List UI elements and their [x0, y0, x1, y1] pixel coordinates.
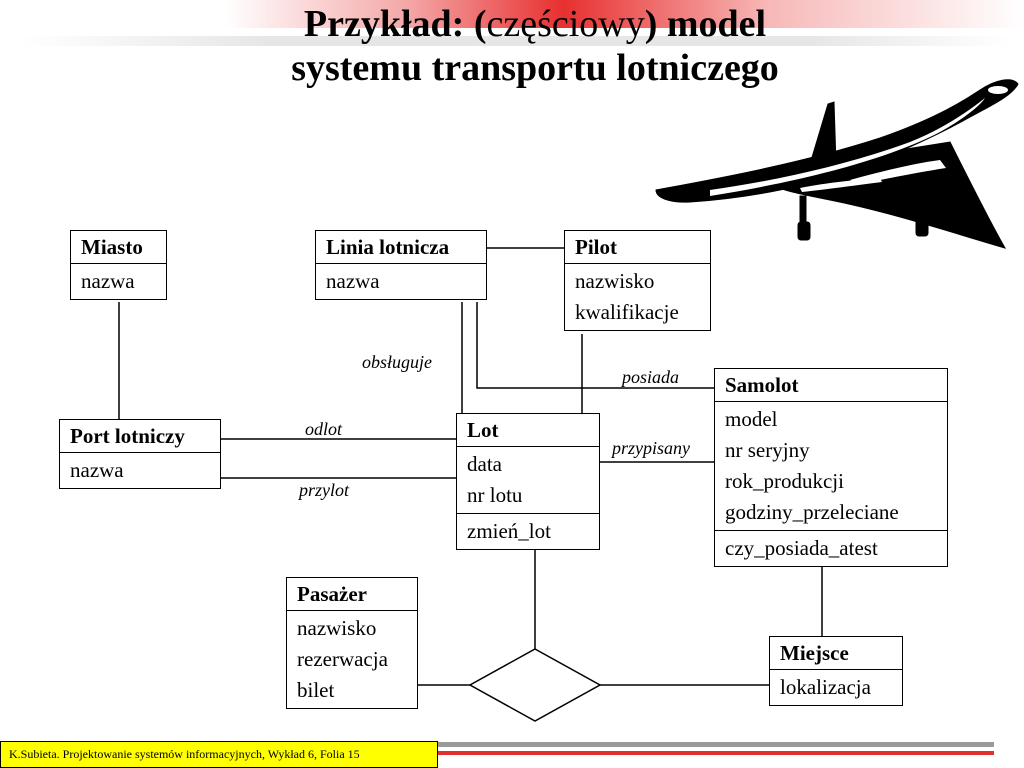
- class-linia-lotnicza: Linia lotnicza nazwa: [315, 230, 487, 300]
- attribute: nr seryjny: [725, 438, 810, 462]
- attribute: nazwa: [81, 269, 135, 293]
- attribute: model: [725, 407, 778, 431]
- method: zmień_lot: [467, 519, 551, 543]
- title-underline-band: [20, 36, 1010, 46]
- airplane-icon: [655, 79, 1019, 249]
- footer-gray-rule: [438, 742, 994, 747]
- class-miasto: Miasto nazwa: [70, 230, 167, 300]
- class-name: Pasażer: [287, 578, 417, 611]
- footer-red-rule: [438, 751, 994, 755]
- attribute: nr lotu: [467, 483, 523, 507]
- attribute: nazwisko: [575, 269, 655, 293]
- class-attributes: model nr seryjny rok_produkcji godziny_p…: [715, 402, 947, 530]
- title-line-2: systemu transportu lotniczego: [291, 47, 779, 89]
- class-attributes: nazwisko kwalifikacje: [565, 264, 710, 330]
- attribute: kwalifikacje: [575, 300, 679, 324]
- relation-label-posiada: posiada: [622, 367, 680, 387]
- relation-label-przypisany: przypisany: [612, 438, 690, 458]
- class-attributes: nazwa: [60, 453, 220, 488]
- method: czy_posiada_atest: [725, 536, 878, 560]
- class-attributes: nazwa: [71, 264, 166, 299]
- attribute: nazwisko: [297, 616, 377, 640]
- class-methods: czy_posiada_atest: [715, 530, 947, 566]
- title-part-1: Przykład: (: [303, 3, 487, 45]
- link-posiada: [476, 302, 714, 389]
- class-methods: zmień_lot: [457, 513, 599, 549]
- relation-label-obsluguje: obsługuje: [362, 352, 432, 372]
- attribute: data: [467, 452, 502, 476]
- class-miejsce: Miejsce lokalizacja: [769, 636, 903, 706]
- relation-label-przylot: przylot: [299, 480, 350, 500]
- attribute: bilet: [297, 678, 335, 702]
- attribute: rezerwacja: [297, 647, 388, 671]
- attribute: nazwa: [326, 269, 380, 293]
- attribute: rok_produkcji: [725, 469, 844, 493]
- class-name: Port lotniczy: [60, 420, 220, 453]
- class-port-lotniczy: Port lotniczy nazwa: [59, 419, 221, 489]
- class-name: Linia lotnicza: [316, 231, 486, 264]
- attribute: lokalizacja: [780, 675, 871, 699]
- title-part-light: częściowy: [486, 3, 645, 45]
- class-name: Lot: [457, 414, 599, 447]
- class-lot: Lot data nr lotu zmień_lot: [456, 413, 600, 550]
- attribute: nazwa: [70, 458, 124, 482]
- top-decorative-band: [0, 0, 1024, 28]
- title-part-2: ) model: [644, 3, 767, 45]
- class-attributes: lokalizacja: [770, 670, 902, 705]
- footer-caption: K.Subieta. Projektowanie systemów inform…: [0, 741, 438, 768]
- attribute: godziny_przeleciane: [725, 500, 899, 524]
- class-name: Miasto: [71, 231, 166, 264]
- class-name: Samolot: [715, 369, 947, 402]
- class-attributes: data nr lotu: [457, 447, 599, 513]
- class-attributes: nazwisko rezerwacja bilet: [287, 611, 417, 708]
- slide-title: Przykład: (częściowy) model systemu tran…: [170, 2, 900, 90]
- class-attributes: nazwa: [316, 264, 486, 299]
- class-pilot: Pilot nazwisko kwalifikacje: [564, 230, 711, 331]
- class-samolot: Samolot model nr seryjny rok_produkcji g…: [714, 368, 948, 567]
- class-name: Miejsce: [770, 637, 902, 670]
- ternary-association-diamond: [468, 648, 602, 722]
- class-name: Pilot: [565, 231, 710, 264]
- relation-label-odlot: odlot: [305, 419, 343, 439]
- class-pasazer: Pasażer nazwisko rezerwacja bilet: [286, 577, 418, 709]
